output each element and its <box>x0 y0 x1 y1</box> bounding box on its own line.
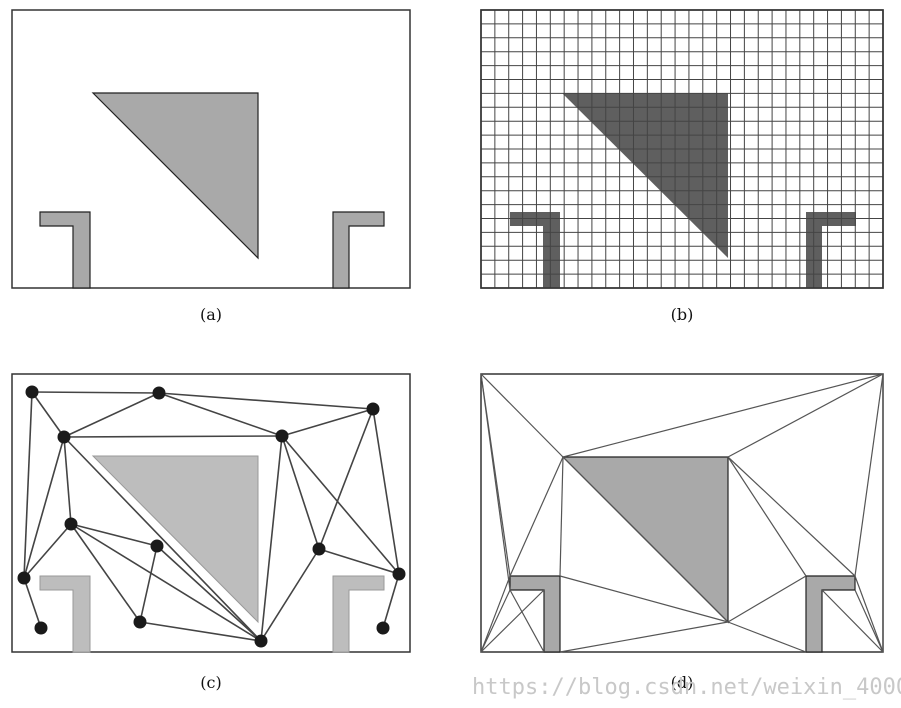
panel-d-triangulation <box>480 373 884 653</box>
caption-a: (a) <box>200 305 222 324</box>
triangulation-edge <box>727 456 807 577</box>
roadmap-edge <box>281 435 400 575</box>
roadmap-edge <box>63 436 262 642</box>
roadmap-edge <box>70 523 158 547</box>
panel-a-right-bracket-obstacle <box>332 211 385 289</box>
roadmap-edge <box>382 573 400 629</box>
triangulation-edge <box>562 373 884 458</box>
roadmap-edge <box>70 523 262 642</box>
triangulation-edge <box>559 575 729 623</box>
triangulation-edge <box>480 589 511 653</box>
roadmap-node <box>275 429 289 443</box>
triangulation-edge <box>854 575 884 653</box>
triangulation-edge <box>727 456 856 577</box>
panel-c-roadmap <box>11 373 411 653</box>
triangulation-edge <box>559 456 564 577</box>
roadmap-edge <box>63 435 283 438</box>
roadmap-edge <box>31 391 65 438</box>
roadmap-node <box>312 542 326 556</box>
roadmap-edge <box>23 391 33 579</box>
roadmap-edge <box>31 391 160 394</box>
triangulation-edge <box>727 575 807 623</box>
roadmap-node <box>376 621 390 635</box>
roadmap-node <box>57 430 71 444</box>
roadmap-edge <box>23 577 42 629</box>
panel-a-workspace <box>11 9 411 289</box>
panel-b-left-bracket-obstacle <box>510 212 560 288</box>
triangulation-edge <box>480 589 545 653</box>
roadmap-edge <box>372 408 400 575</box>
caption-c: (c) <box>200 673 221 692</box>
roadmap-node <box>254 634 268 648</box>
roadmap-node <box>152 386 166 400</box>
roadmap-edge <box>281 408 374 437</box>
roadmap-edge <box>281 435 320 550</box>
triangulation-edge <box>727 373 884 458</box>
triangulation-edge <box>854 589 884 653</box>
roadmap-node <box>17 571 31 585</box>
panel-d-triangulation-edges <box>480 373 884 653</box>
triangulation-edge <box>509 456 564 577</box>
triangulation-edge <box>480 373 564 458</box>
roadmap-edge <box>318 548 400 575</box>
roadmap-edge <box>63 436 72 525</box>
triangulation-edge <box>727 621 807 653</box>
panel-c-right-bracket-obstacle <box>332 575 385 653</box>
panel-b-grid-decomposition <box>480 9 884 289</box>
panel-b-grid-lines <box>481 10 883 288</box>
roadmap-node <box>25 385 39 399</box>
roadmap-edge <box>260 435 283 642</box>
roadmap-edge <box>156 545 262 642</box>
roadmap-edge <box>318 408 374 550</box>
panel-c-edges <box>23 391 400 642</box>
roadmap-edge <box>23 436 65 579</box>
roadmap-edge <box>70 523 141 623</box>
roadmap-node <box>34 621 48 635</box>
triangulation-edge <box>480 575 511 653</box>
roadmap-edge <box>63 392 160 438</box>
caption-d: (d) <box>671 673 694 692</box>
roadmap-edge <box>139 621 262 642</box>
roadmap-edge <box>23 523 72 579</box>
roadmap-node <box>64 517 78 531</box>
panel-b-frame-outline <box>480 9 884 289</box>
panel-c-triangle-obstacle <box>91 455 259 624</box>
roadmap-edge <box>139 545 158 623</box>
roadmap-node <box>133 615 147 629</box>
roadmap-edge <box>260 548 320 642</box>
panel-a-triangle-obstacle <box>91 92 259 260</box>
roadmap-node <box>392 567 406 581</box>
triangulation-edge <box>509 589 545 653</box>
roadmap-node <box>150 539 164 553</box>
triangulation-edge <box>821 589 884 653</box>
panel-b-triangle-obstacle <box>562 93 728 258</box>
panel-b-right-bracket-obstacle <box>806 212 856 288</box>
triangulation-edge <box>480 373 511 591</box>
watermark-text: https://blog.csdn.net/weixin_40000000 <box>472 675 901 700</box>
panel-a-left-bracket-obstacle <box>39 211 91 289</box>
panel-c-left-bracket-obstacle <box>39 575 91 653</box>
panel-c-nodes <box>17 385 406 648</box>
triangulation-edge <box>854 373 884 577</box>
triangulation-edge <box>562 456 729 623</box>
roadmap-edge <box>158 392 283 437</box>
roadmap-node <box>366 402 380 416</box>
roadmap-edge <box>158 392 374 410</box>
caption-b: (b) <box>671 305 694 324</box>
triangulation-edge <box>559 621 729 653</box>
